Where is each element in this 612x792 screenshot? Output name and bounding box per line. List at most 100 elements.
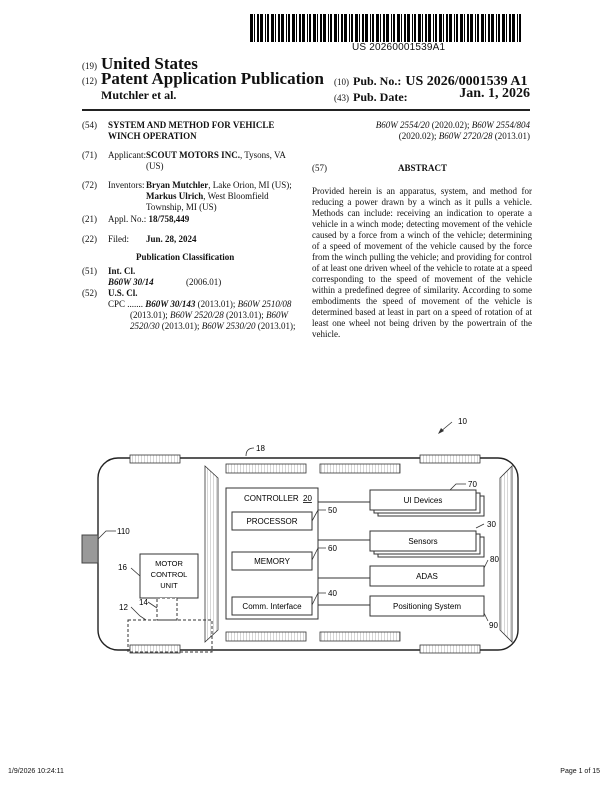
title-code: (54): [82, 120, 97, 130]
applicant-name: SCOUT MOTORS INC.: [146, 150, 240, 160]
tire-top-right: [419, 454, 481, 464]
barcode-bar: [286, 14, 287, 42]
barcode-bar: [317, 14, 318, 42]
barcode-bar: [481, 14, 484, 42]
barcode-bar: [449, 14, 452, 42]
tire-bottom-left: [129, 644, 181, 654]
footer-page: Page 1 of 15: [560, 768, 600, 775]
ref-16: 16: [118, 563, 127, 572]
cpc-line-1: CPC ....... B60W 30/143 (2013.01); B60W …: [108, 299, 291, 310]
pub-no-code: (10): [334, 77, 349, 87]
cpc-class: B60W 2720/28: [438, 131, 493, 141]
tire-top-mid1: [225, 463, 307, 474]
abstract-line: Provided herein is an apparatus, system,…: [312, 186, 532, 196]
barcode-bar: [299, 14, 301, 42]
leader-line: [483, 612, 489, 622]
abstract-line: vehicle.: [312, 329, 341, 339]
tire-top-mid2: [319, 463, 401, 474]
title-line-2: WINCH OPERATION: [108, 131, 197, 141]
ui-devices-label: UI Devices: [404, 496, 443, 505]
barcode-bar: [351, 14, 353, 42]
pub-type-line: (12) Patent Application Publication: [82, 69, 324, 89]
winch: [81, 534, 99, 564]
barcode-bar: [428, 14, 431, 42]
adas-box: [369, 565, 485, 587]
ref-30: 30: [487, 520, 496, 529]
barcode-bar: [517, 14, 518, 42]
pub-date-line: (43) Pub. Date:: [334, 88, 530, 106]
barcode-bar: [338, 14, 339, 42]
barcode-bar: [330, 14, 332, 42]
filed-code: (22): [82, 234, 97, 244]
positioning-box: [369, 595, 485, 617]
barcode-number: US 20260001539A1: [352, 42, 446, 53]
abstract-heading: ABSTRACT: [398, 163, 448, 173]
barcode-bar: [401, 14, 402, 42]
ref-80: 80: [490, 555, 499, 564]
type-code: (12): [82, 76, 97, 86]
memory-box: [231, 551, 313, 571]
leader-line: [130, 567, 141, 577]
motor-control-unit-box: [139, 553, 199, 599]
leader-line: [245, 447, 255, 457]
barcode-bar: [260, 14, 263, 42]
ref-60: 60: [328, 544, 337, 553]
country-line: (19) United States: [82, 54, 198, 74]
motor-dashed: [156, 597, 178, 621]
barcode-bar: [344, 14, 347, 42]
barcode-bar: [257, 14, 259, 42]
barcode-bar: [506, 14, 507, 42]
barcode-bar: [422, 14, 423, 42]
inventors-label: Inventors:: [108, 180, 145, 190]
comm-interface-label: Comm. Interface: [242, 602, 302, 611]
barcode-bar: [288, 14, 290, 42]
barcode-bar: [435, 14, 437, 42]
inventor-1-name: Bryan Mutchler: [146, 180, 209, 190]
barcode-bar: [393, 14, 395, 42]
barcode-bar: [296, 14, 297, 42]
barcode-bar: [313, 14, 316, 42]
barcode-bar: [341, 14, 343, 42]
memory-label: MEMORY: [254, 557, 291, 566]
barcode-bar: [307, 14, 308, 42]
barcode-bar: [349, 14, 350, 42]
barcode-bar: [488, 14, 490, 42]
cpc-year: (2013.01);: [195, 299, 238, 309]
cpc-class: B60W 2554/20: [375, 120, 430, 130]
barcode-bar: [464, 14, 465, 42]
sensors-label: Sensors: [408, 537, 437, 546]
abstract-line: of a speed of movement of the vehicle ca…: [312, 241, 532, 251]
cpc-year: (2013.01);: [223, 310, 266, 320]
uscl-label: U.S. Cl.: [108, 288, 138, 298]
ref-50: 50: [328, 506, 337, 515]
ui-devices-box: [369, 489, 477, 511]
abstract-line: caused by a force from a winch of the ve…: [312, 230, 532, 240]
barcode-bar: [498, 14, 500, 42]
barcode-bar: [485, 14, 486, 42]
abstract-line: reducing a power drawn by a winch as it …: [312, 197, 532, 207]
cpc-year: (2020.02);: [398, 131, 439, 141]
appl-line: Appl. No.: 18/758,449: [108, 214, 189, 225]
abstract-line: within a predefined degree of similarity…: [312, 285, 532, 295]
barcode-bar: [467, 14, 469, 42]
cpc-line-3: 2520/30 (2013.01); B60W 2530/20 (2013.01…: [130, 321, 296, 332]
applicant-code: (71): [82, 150, 97, 160]
leader-line: [97, 530, 116, 540]
ref-110: 110: [117, 527, 130, 536]
barcode-bar: [365, 14, 368, 42]
barcode-bar: [380, 14, 381, 42]
barcode-bar: [512, 14, 515, 42]
inventor-2-location-cont: Township, MI (US): [146, 202, 217, 212]
country: United States: [101, 54, 198, 73]
left-bar: [204, 465, 219, 643]
pub-no-line: (10) Pub. No.: US 2026/0001539 A1: [334, 72, 530, 90]
leader-line: [311, 592, 326, 606]
barcode-bar: [460, 14, 463, 42]
barcode-bar: [376, 14, 379, 42]
sensors-box: [369, 530, 477, 552]
cpc-year: (2013.01): [492, 131, 530, 141]
footer-timestamp: 1/9/2026 10:24:11: [8, 768, 64, 775]
barcode-bar: [502, 14, 505, 42]
barcode-bar: [267, 14, 269, 42]
barcode-bar: [281, 14, 284, 42]
